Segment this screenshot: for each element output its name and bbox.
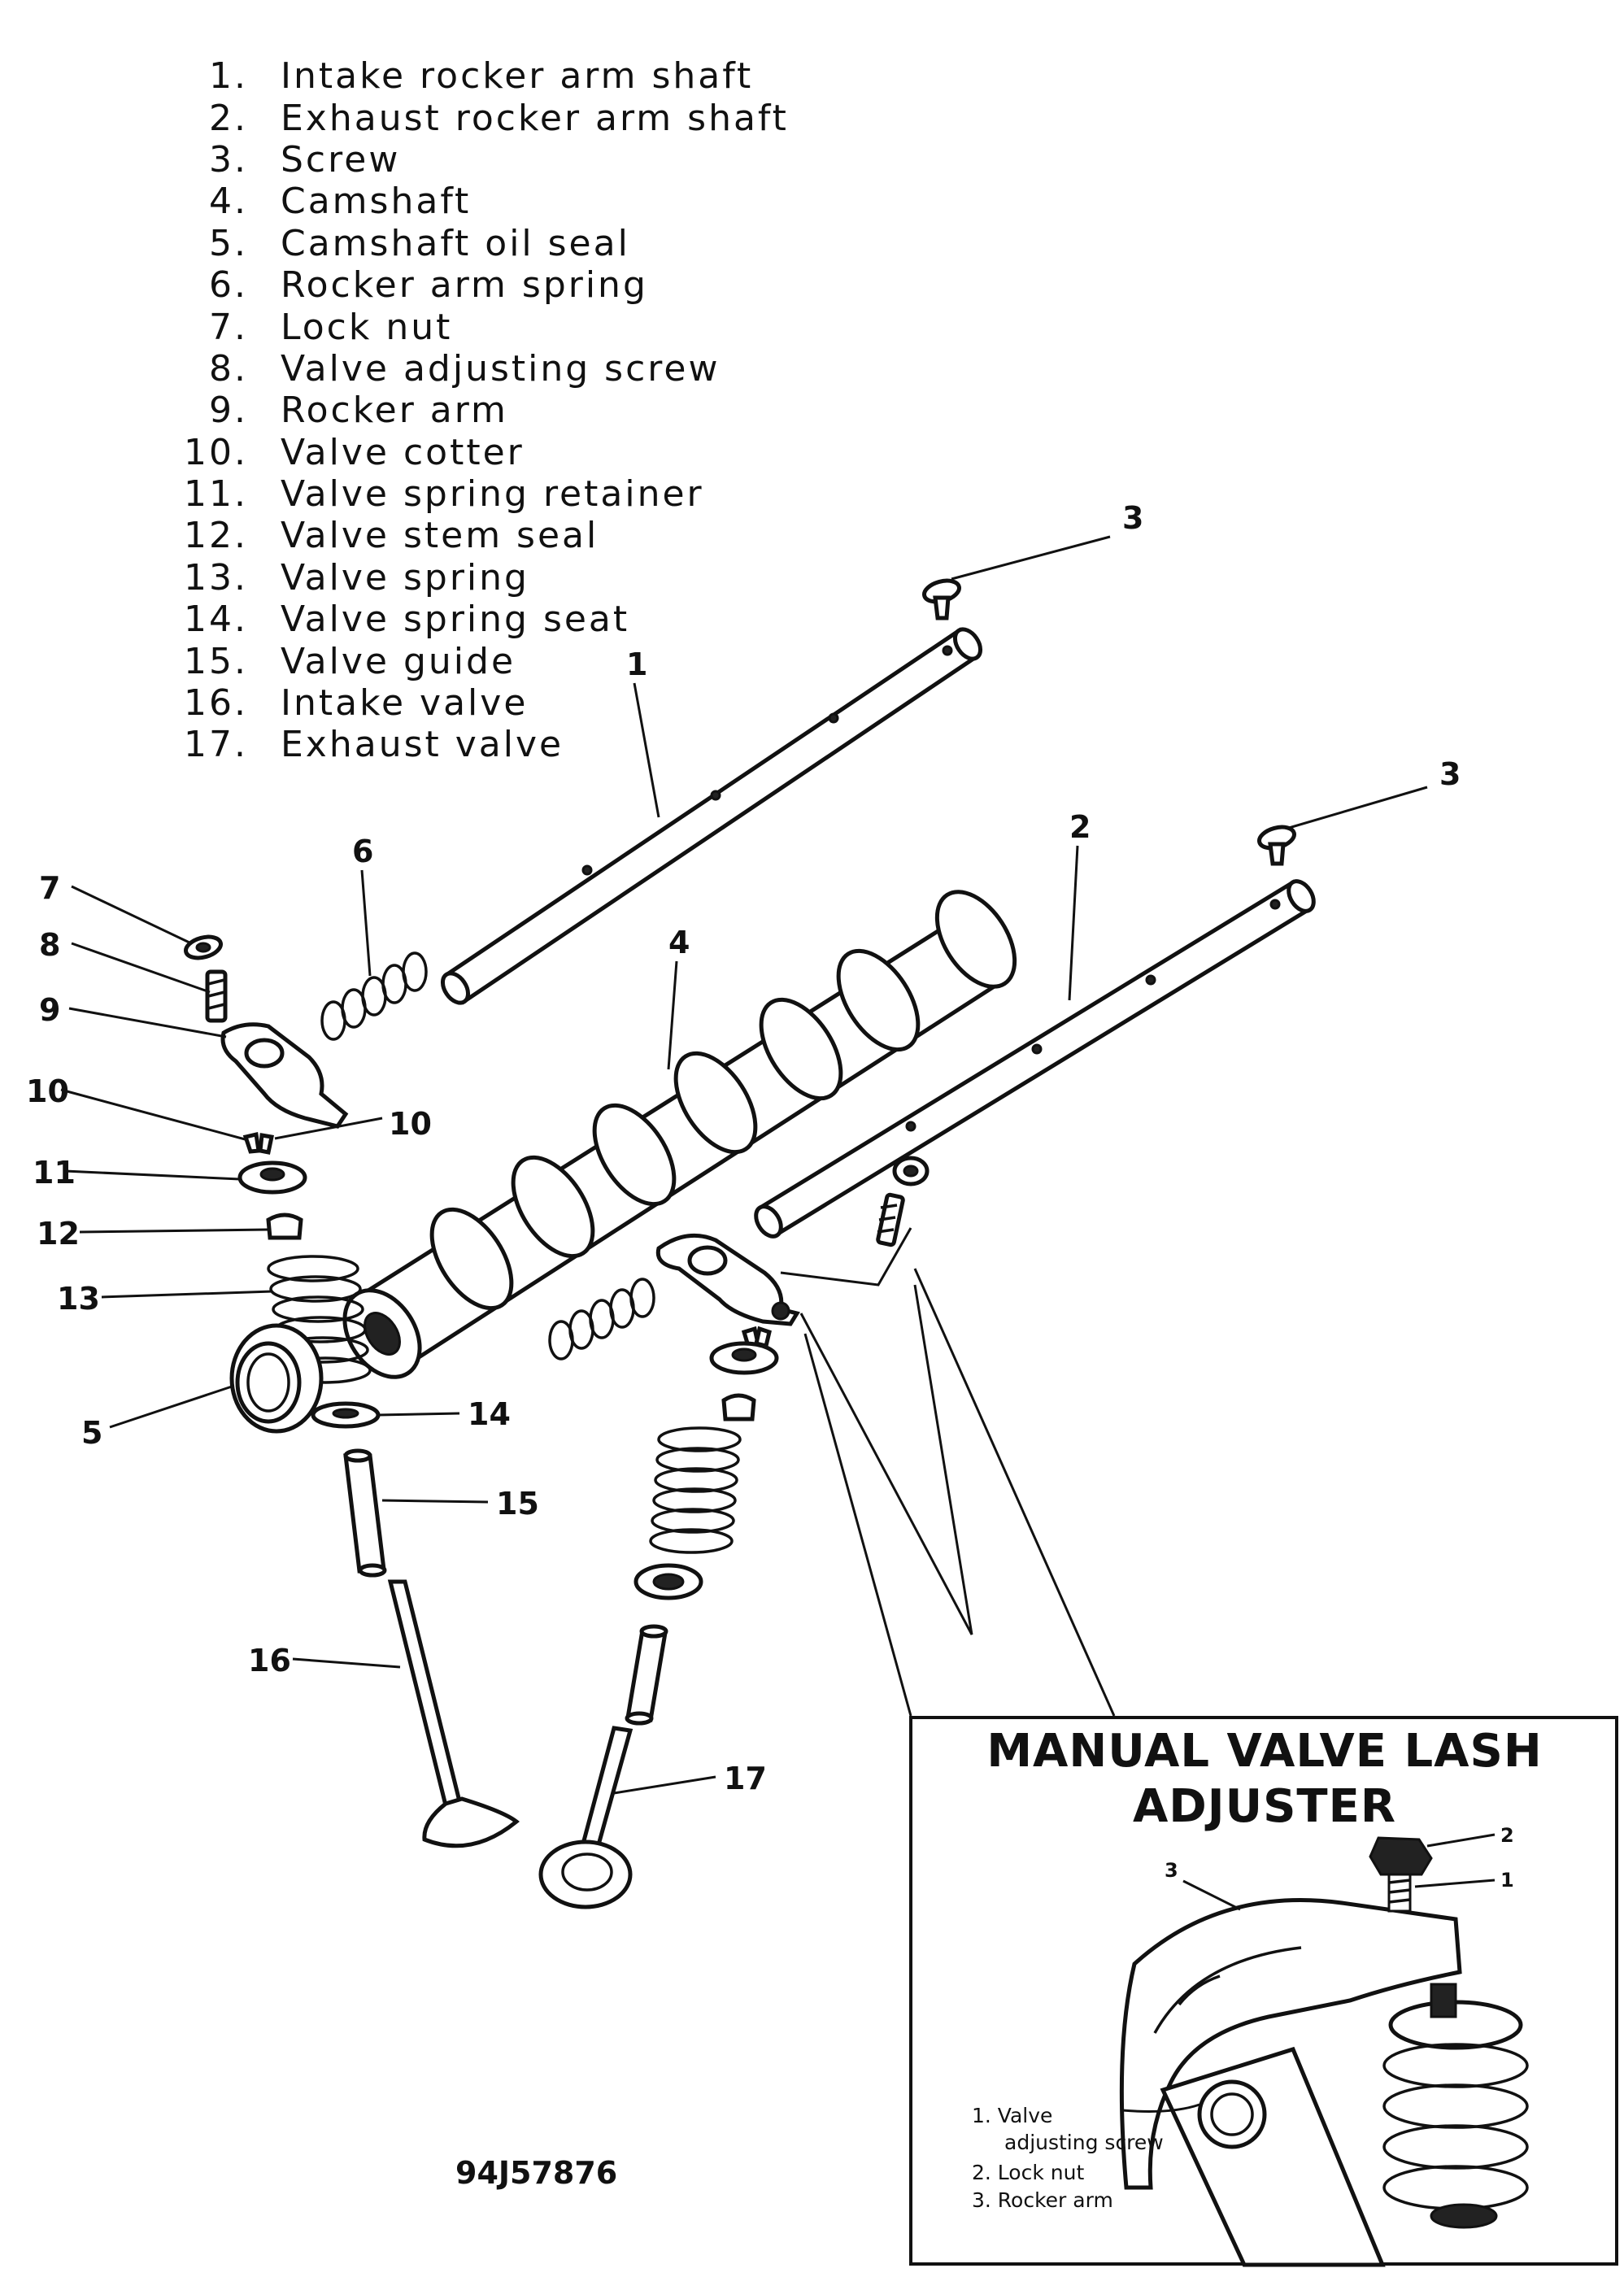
legend-num-7: 7. bbox=[209, 307, 248, 348]
legend-num-8: 8. bbox=[209, 348, 248, 390]
lock-nut-intake bbox=[184, 934, 223, 960]
callout-7: 7 bbox=[39, 870, 60, 906]
inset-lock-nut bbox=[1369, 1836, 1433, 1876]
camshaft-oil-seal bbox=[229, 1323, 324, 1434]
legend-num-15: 15. bbox=[184, 641, 248, 682]
legend-num-6: 6. bbox=[209, 264, 248, 306]
inset-callout-1: 1 bbox=[1500, 1869, 1514, 1892]
legend-num-5: 5. bbox=[209, 223, 248, 264]
legend-num-17: 17. bbox=[184, 724, 248, 765]
rocker-arm-spring-exhaust bbox=[548, 1278, 655, 1361]
legend-label-17: Exhaust valve bbox=[281, 724, 564, 765]
legend-label-8: Valve adjusting screw bbox=[281, 348, 720, 390]
callout-2: 2 bbox=[1069, 809, 1091, 845]
legend-num-3: 3. bbox=[209, 139, 248, 181]
legend-num-13: 13. bbox=[184, 557, 248, 599]
legend-label-14: Valve spring seat bbox=[281, 599, 629, 640]
legend-num-1: 1. bbox=[209, 55, 248, 97]
callout-14: 14 bbox=[468, 1396, 511, 1432]
legend-label-2: Exhaust rocker arm shaft bbox=[281, 98, 789, 139]
callout-3-exhaust: 3 bbox=[1439, 756, 1461, 792]
callout-3-intake: 3 bbox=[1122, 500, 1143, 536]
legend-num-16: 16. bbox=[184, 682, 248, 724]
parts-legend: 1. Intake rocker arm shaft 2. Exhaust ro… bbox=[184, 55, 789, 765]
callout-15: 15 bbox=[496, 1486, 539, 1522]
inset-title-line2: ADJUSTER bbox=[1133, 1780, 1396, 1833]
valve-cotter-intake bbox=[242, 1131, 274, 1155]
rocker-arm-exhaust bbox=[655, 1233, 800, 1326]
callout-11: 11 bbox=[33, 1155, 76, 1191]
callout-1: 1 bbox=[626, 647, 647, 682]
callout-12: 12 bbox=[37, 1216, 80, 1252]
legend-num-9: 9. bbox=[209, 390, 248, 431]
rocker-arm-spring-intake bbox=[320, 951, 428, 1041]
inset-legend-2: 2. Lock nut bbox=[972, 2161, 1084, 2184]
legend-label-4: Camshaft bbox=[281, 181, 471, 222]
valve-spring-retainer-intake bbox=[237, 1160, 307, 1195]
valve-spring-seat-exhaust bbox=[633, 1563, 703, 1600]
valve-stem-seal-exhaust bbox=[721, 1393, 756, 1421]
valve-guide-exhaust bbox=[625, 1624, 668, 1726]
inset-title-line1: MANUAL VALVE LASH bbox=[986, 1725, 1542, 1778]
legend-label-13: Valve spring bbox=[281, 557, 529, 599]
legend-label-12: Valve stem seal bbox=[281, 515, 599, 556]
figure-id: 94J57876 bbox=[455, 2155, 617, 2191]
legend-label-1: Intake rocker arm shaft bbox=[281, 55, 753, 97]
legend-label-7: Lock nut bbox=[281, 307, 452, 348]
valve-spring-exhaust bbox=[649, 1426, 742, 1554]
screw-exhaust bbox=[1257, 825, 1296, 866]
legend-label-6: Rocker arm spring bbox=[281, 264, 648, 306]
valve-stem-seal-intake bbox=[266, 1213, 303, 1240]
screw-intake bbox=[922, 578, 961, 620]
callout-10-left: 10 bbox=[26, 1073, 69, 1109]
legend-num-2: 2. bbox=[209, 98, 248, 139]
inset-legend-3: 3. Rocker arm bbox=[972, 2188, 1113, 2212]
legend-label-5: Camshaft oil seal bbox=[281, 223, 630, 264]
callout-10-right: 10 bbox=[389, 1106, 432, 1142]
legend-num-14: 14. bbox=[184, 599, 248, 640]
leader-lines bbox=[60, 535, 1428, 1795]
legend-label-11: Valve spring retainer bbox=[281, 473, 704, 515]
legend-num-12: 12. bbox=[184, 515, 248, 556]
legend-num-4: 4. bbox=[209, 181, 248, 222]
callout-8: 8 bbox=[39, 927, 60, 963]
inset-valve-spring bbox=[1382, 1983, 1529, 2229]
inset-callout-3: 3 bbox=[1165, 1859, 1178, 1882]
legend-label-3: Screw bbox=[281, 139, 400, 181]
inset-rocker-arm bbox=[1119, 1898, 1462, 2190]
legend-num-11: 11. bbox=[184, 473, 248, 515]
callout-4: 4 bbox=[668, 925, 690, 960]
callout-13: 13 bbox=[57, 1281, 100, 1317]
intake-valve bbox=[387, 1579, 520, 1848]
lock-nut-exhaust bbox=[892, 1156, 930, 1186]
legend-label-9: Rocker arm bbox=[281, 390, 508, 431]
intake-rocker-arm-shaft bbox=[440, 627, 983, 1005]
callout-labels: 3 3 1 2 4 6 7 8 9 10 10 11 12 13 5 14 15… bbox=[26, 500, 1461, 1796]
callout-9: 9 bbox=[39, 992, 60, 1028]
rocker-arm-intake bbox=[220, 1022, 349, 1129]
legend-label-10: Valve cotter bbox=[281, 432, 525, 473]
inset-legend-1a: 1. Valve bbox=[972, 2104, 1052, 2127]
valve-guide-intake bbox=[343, 1448, 387, 1578]
valve-spring-seat-intake bbox=[311, 1401, 381, 1429]
callout-5: 5 bbox=[81, 1415, 102, 1451]
valve-spring-retainer-exhaust bbox=[709, 1341, 779, 1375]
exhaust-rocker-arm-shaft bbox=[754, 879, 1316, 1239]
callout-6: 6 bbox=[352, 834, 373, 869]
legend-label-16: Intake valve bbox=[281, 682, 528, 724]
legend-num-10: 10. bbox=[184, 432, 248, 473]
inset-callout-2: 2 bbox=[1500, 1824, 1514, 1847]
inset-legend-1b: adjusting screw bbox=[1004, 2131, 1164, 2154]
valve-adjusting-screw-exhaust bbox=[876, 1192, 905, 1247]
exhaust-valve bbox=[538, 1726, 633, 1909]
legend-label-15: Valve guide bbox=[281, 641, 516, 682]
manual-valve-lash-adjuster-inset: MANUAL VALVE LASH ADJUSTER bbox=[909, 1716, 1618, 2267]
valve-adjusting-screw-intake bbox=[205, 969, 228, 1023]
callout-16: 16 bbox=[248, 1643, 291, 1678]
callout-17: 17 bbox=[724, 1761, 767, 1796]
